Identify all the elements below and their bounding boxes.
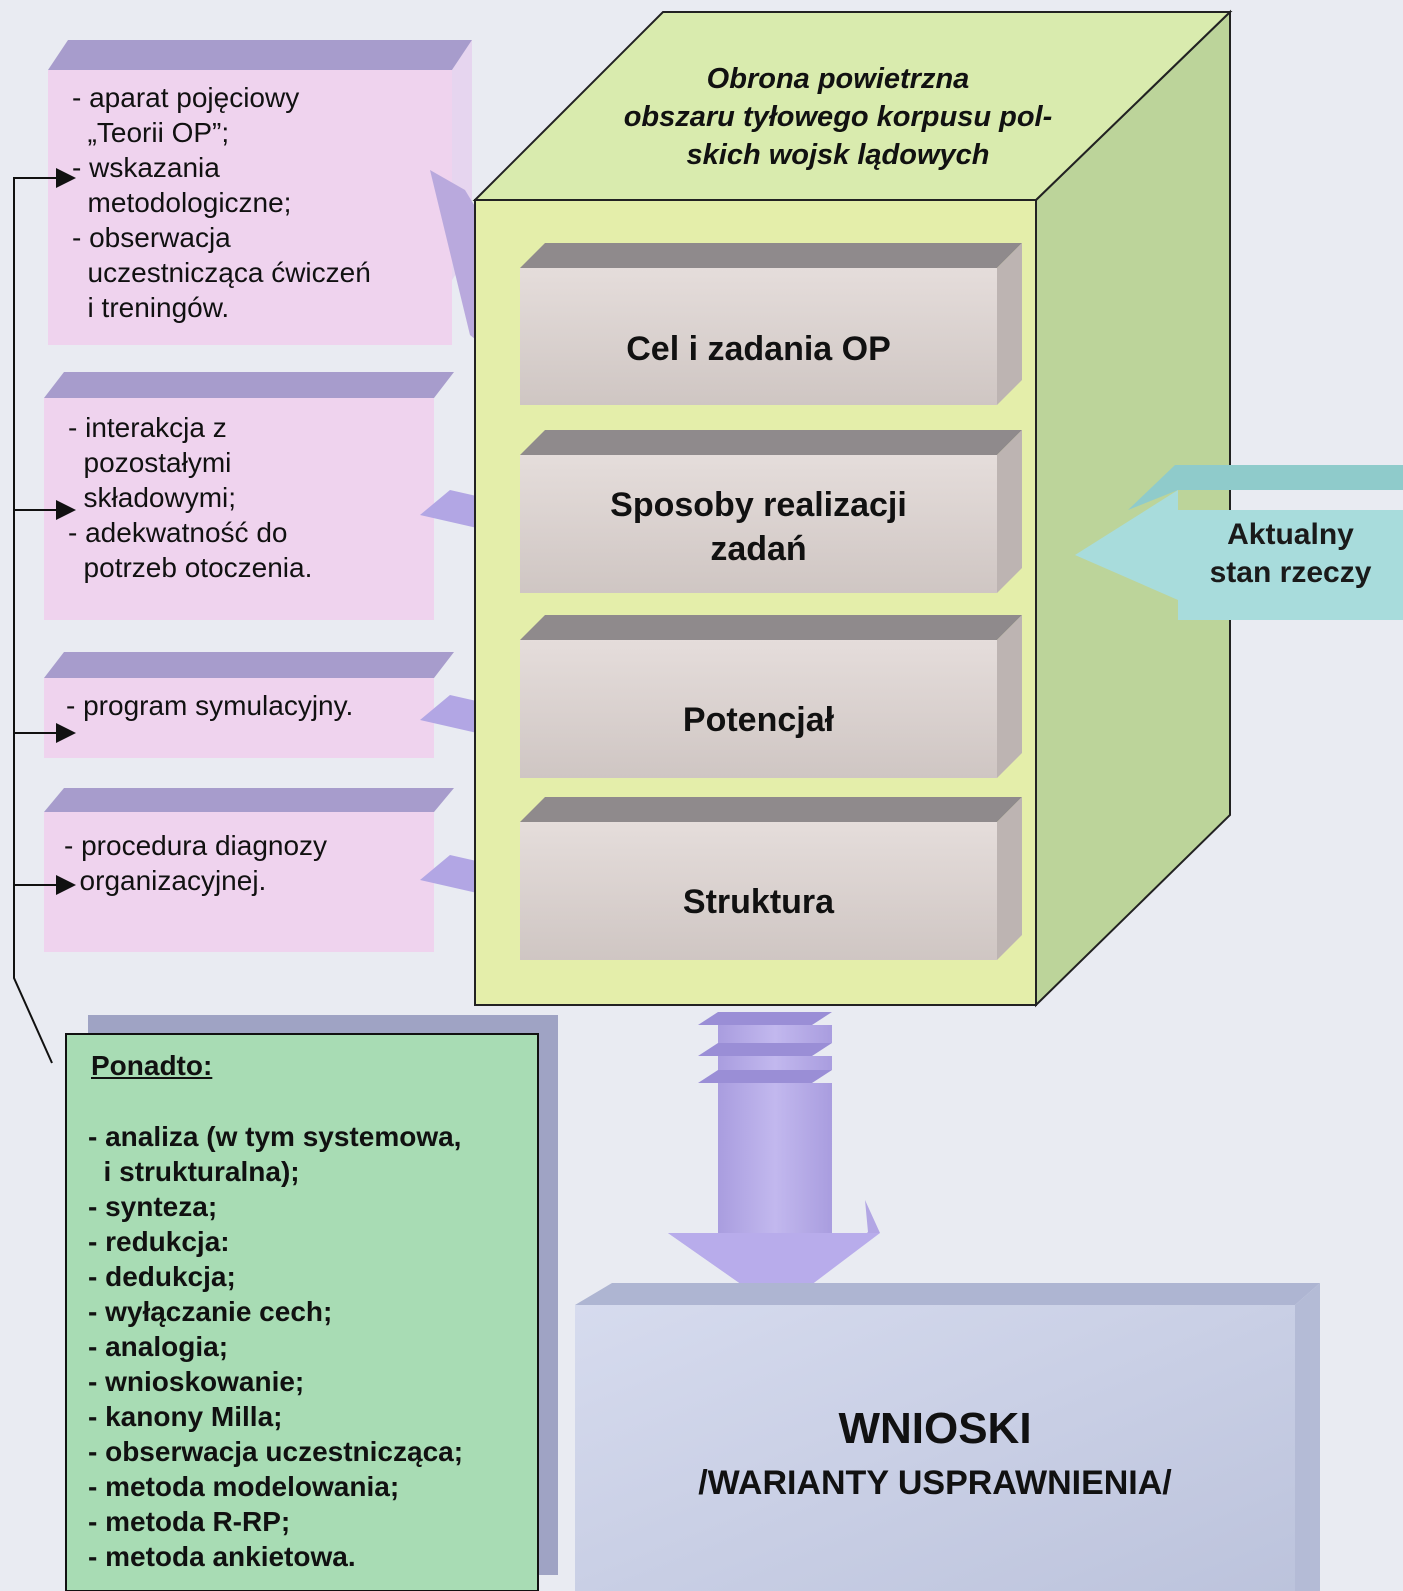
conclusions-title: WNIOSKI [838,1404,1032,1453]
list-item: i treningów. [72,292,230,323]
list-item: - obserwacja uczestnicząca; [88,1436,464,1467]
list-item: uczestnicząca ćwiczeń [72,257,371,288]
list-item: - obserwacja [72,222,231,253]
layer-4-label: Struktura [682,883,835,921]
feedback-bracket [13,168,76,1064]
list-item: - aparat pojęciowy [72,82,300,113]
layer-3-label: Potencjał [682,701,835,739]
left-box-4-shape [44,788,454,952]
list-item: składowymi; [68,482,237,513]
layer-1-label: Cel i zadania OP [626,330,891,368]
left-box-2-list: - interakcja z pozostałymi składowymi; -… [68,410,312,585]
left-box-4-list: - procedura diagnozy organizacyjnej. [64,828,327,898]
list-item: - analiza (w tym systemowa, [88,1121,462,1152]
down-arrow-shape [668,1012,880,1310]
left-box-1-shape [48,40,472,345]
list-item: - kanony Milla; [88,1401,283,1432]
left-box-1-list: - aparat pojęciowy „Teorii OP”; - wskaza… [72,80,371,325]
layer-2-shape [520,430,1022,593]
cube-title-line-3: skich wojsk lądowych [686,139,990,171]
status-label: Aktualny stan rzeczy [1209,518,1372,589]
list-item: - wyłączanie cech; [88,1296,333,1327]
list-item: metodologiczne; [72,187,292,218]
list-item: - procedura diagnozy [64,830,328,861]
cube-title-line-1: Obrona powietrzna [706,63,970,95]
list-item: - synteza; [88,1191,218,1222]
status-arrow-shape [1075,465,1403,620]
list-item: - metoda ankietowa. [88,1541,356,1572]
cube-title-line-2: obszaru tyłowego korpusu pol- [623,101,1053,133]
layer-3-shape [520,615,1022,778]
list-item: - metoda R-RP; [88,1506,291,1537]
layer-1-shape [520,243,1022,405]
left-box-3-list: - program symulacyjny. [66,688,353,723]
list-item: - dedukcja; [88,1261,236,1292]
ponadto-list: - analiza (w tym systemowa, i struktural… [88,1119,463,1574]
list-item: - redukcja: [88,1226,230,1257]
conclusions-shape [575,1283,1320,1591]
list-item: - wskazania [72,152,220,183]
list-item: - interakcja z [68,412,227,443]
cube-title: Obrona powietrzna obszaru tyłowego korpu… [578,60,1098,174]
ponadto-shape [65,1015,558,1591]
list-item: potrzeb otoczenia. [68,552,313,583]
ponadto-heading: Ponadto: [91,1050,213,1081]
conclusions-subtitle: /WARIANTY USPRAWNIENIA/ [698,1464,1172,1502]
left-box-2-shape [44,372,454,620]
list-item: - adekwatność do [68,517,288,548]
list-item: „Teorii OP”; [72,117,230,148]
list-item: - wnioskowanie; [88,1366,305,1397]
layer-2-label: Sposoby realizacji zadań [610,486,907,568]
list-item: - metoda modelowania; [88,1471,400,1502]
left-box-3-shape [44,652,454,758]
list-item: i strukturalna); [88,1156,300,1187]
list-item: - program symulacyjny. [66,690,354,721]
list-item: - analogia; [88,1331,229,1362]
layer-4-shape [520,797,1022,960]
list-item: pozostałymi [68,447,232,478]
list-item: organizacyjnej. [64,865,267,896]
